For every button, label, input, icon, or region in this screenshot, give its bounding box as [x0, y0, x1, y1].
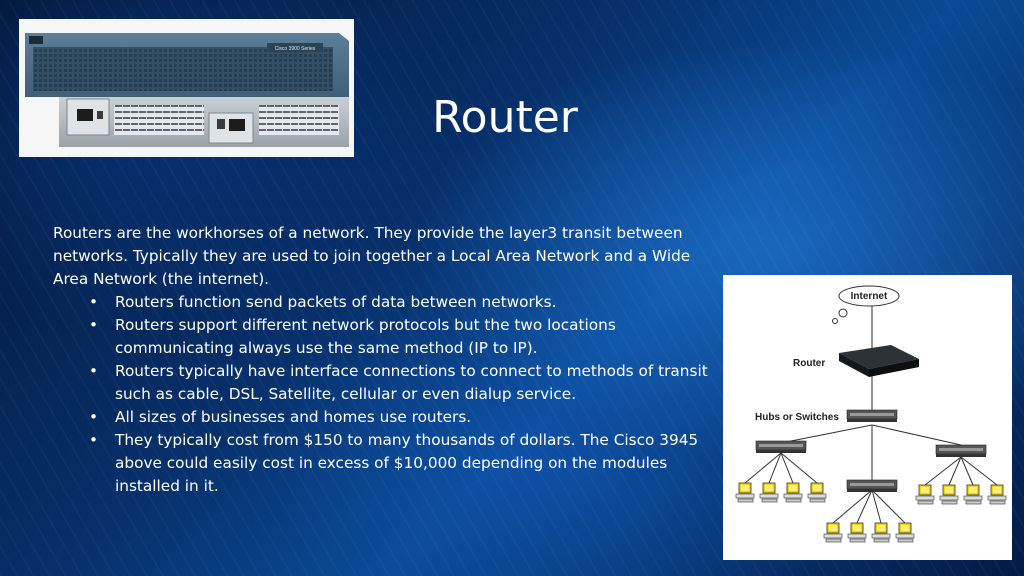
bullet-icon: •: [89, 362, 99, 380]
network-diagram: Internet Router Hubs or Switches: [723, 275, 1012, 560]
bullet-icon: •: [89, 293, 99, 311]
bullet-text: Routers typically have interface connect…: [115, 362, 708, 403]
list-item: • Routers function send packets of data b…: [89, 291, 713, 314]
slide-title: Router: [432, 92, 578, 143]
list-item: • Routers typically have interface connec…: [89, 360, 713, 406]
hubs-label: Hubs or Switches: [755, 412, 839, 423]
bullet-list: • Routers function send packets of data b…: [53, 291, 713, 498]
bullet-icon: •: [89, 431, 99, 449]
bullet-text: All sizes of businesses and homes use ro…: [115, 408, 472, 426]
router-label: Router: [793, 358, 825, 369]
list-item: • They typically cost from $150 to many t…: [89, 429, 713, 498]
bullet-text: They typically cost from $150 to many th…: [115, 431, 699, 495]
brand-label: Cisco 3900 Series: [275, 46, 316, 52]
intro-paragraph: Routers are the workhorses of a network.…: [53, 224, 691, 288]
list-item: • Routers support different network proto…: [89, 314, 713, 360]
bullet-text: Routers function send packets of data be…: [115, 293, 557, 311]
bullet-icon: •: [89, 408, 99, 426]
bullet-icon: •: [89, 316, 99, 334]
internet-label: Internet: [851, 291, 888, 302]
bullet-text: Routers support different network protoc…: [115, 316, 616, 357]
body-text: Routers are the workhorses of a network.…: [53, 222, 713, 498]
router-photo: Cisco 3900 Series: [19, 19, 354, 157]
list-item: • All sizes of businesses and homes use r…: [89, 406, 713, 429]
